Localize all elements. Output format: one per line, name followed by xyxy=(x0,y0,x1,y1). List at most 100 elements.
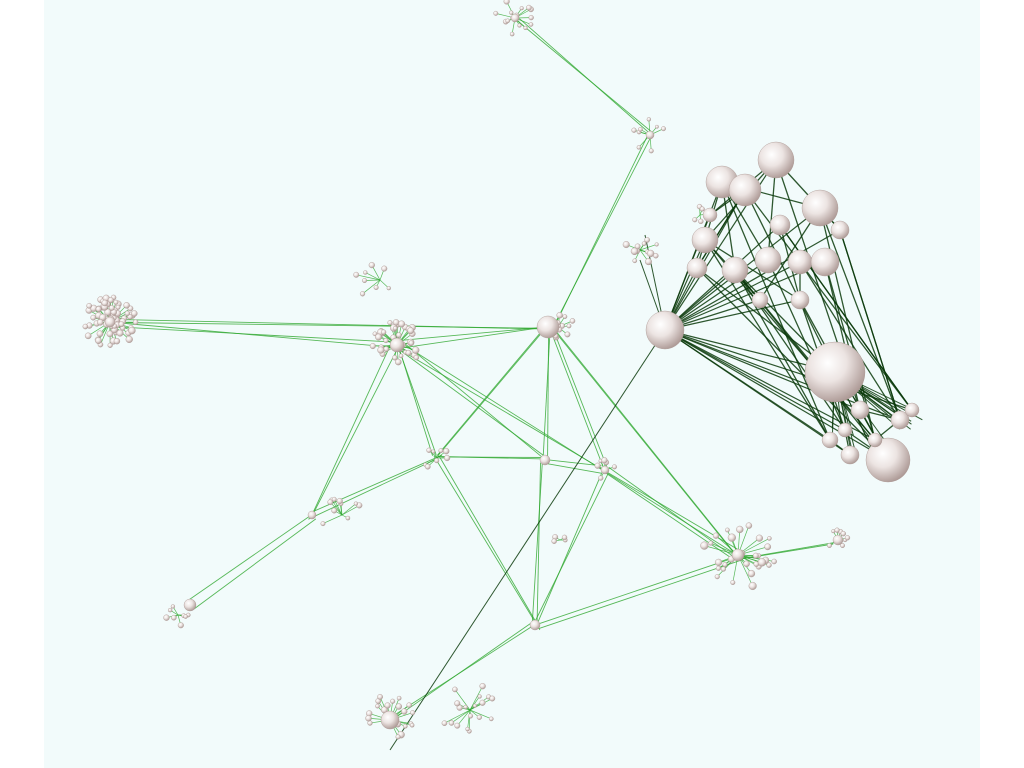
graph-node[interactable] xyxy=(384,702,391,709)
graph-node[interactable] xyxy=(167,607,173,613)
graph-node[interactable] xyxy=(594,462,601,469)
graph-node[interactable] xyxy=(708,540,714,546)
graph-node[interactable] xyxy=(787,249,813,275)
graph-node[interactable] xyxy=(489,695,496,702)
graph-node[interactable] xyxy=(645,258,652,266)
graph-node[interactable] xyxy=(636,145,641,150)
graph-node[interactable] xyxy=(353,271,360,278)
graph-node[interactable] xyxy=(528,22,534,27)
graph-node[interactable] xyxy=(904,402,920,418)
graph-node[interactable] xyxy=(645,310,685,350)
graph-node[interactable] xyxy=(638,127,643,132)
graph-node[interactable] xyxy=(840,445,860,465)
graph-node[interactable] xyxy=(493,10,499,16)
graph-node[interactable] xyxy=(438,448,444,454)
graph-node[interactable] xyxy=(479,682,486,690)
graph-node[interactable] xyxy=(386,286,391,291)
graph-node[interactable] xyxy=(373,285,379,290)
graph-node[interactable] xyxy=(648,148,654,154)
graph-node[interactable] xyxy=(712,532,720,539)
graph-node[interactable] xyxy=(566,323,572,329)
graph-node[interactable] xyxy=(132,319,139,325)
graph-node[interactable] xyxy=(644,237,650,243)
graph-node[interactable] xyxy=(108,305,115,311)
graph-node[interactable] xyxy=(700,541,709,550)
graph-node[interactable] xyxy=(702,207,718,223)
graph-node[interactable] xyxy=(368,262,375,269)
graph-node[interactable] xyxy=(387,320,393,326)
graph-node[interactable] xyxy=(375,333,382,341)
graph-node[interactable] xyxy=(408,340,414,346)
graph-node[interactable] xyxy=(454,722,461,729)
graph-node[interactable] xyxy=(752,552,759,559)
graph-node[interactable] xyxy=(362,278,368,283)
graph-node[interactable] xyxy=(177,622,184,629)
graph-node[interactable] xyxy=(477,694,482,699)
graph-node[interactable] xyxy=(654,242,659,247)
graph-node[interactable] xyxy=(488,716,494,722)
graph-node[interactable] xyxy=(476,714,482,720)
graph-node[interactable] xyxy=(810,247,840,277)
graph-node[interactable] xyxy=(424,463,431,470)
graph-node[interactable] xyxy=(661,126,666,132)
graph-node[interactable] xyxy=(691,226,719,254)
graph-node[interactable] xyxy=(383,346,390,352)
graph-node[interactable] xyxy=(377,346,385,354)
graph-node[interactable] xyxy=(401,708,408,715)
graph-node[interactable] xyxy=(380,710,400,730)
graph-node[interactable] xyxy=(116,329,124,337)
graph-node[interactable] xyxy=(390,698,396,704)
graph-node[interactable] xyxy=(801,189,839,227)
graph-node[interactable] xyxy=(123,302,130,309)
graph-node[interactable] xyxy=(95,337,102,344)
graph-node[interactable] xyxy=(320,521,326,527)
graph-node[interactable] xyxy=(821,431,839,449)
graph-node[interactable] xyxy=(398,353,404,359)
graph-node[interactable] xyxy=(96,319,104,326)
graph-node[interactable] xyxy=(529,619,541,631)
graph-node[interactable] xyxy=(115,304,121,310)
graph-node[interactable] xyxy=(118,321,125,328)
graph-node[interactable] xyxy=(641,241,647,246)
graph-node[interactable] xyxy=(867,432,883,448)
graph-node[interactable] xyxy=(837,422,853,438)
graph-node[interactable] xyxy=(757,558,767,567)
graph-node[interactable] xyxy=(82,323,89,330)
graph-node[interactable] xyxy=(757,141,795,179)
graph-node[interactable] xyxy=(107,297,114,304)
graph-node[interactable] xyxy=(107,342,113,348)
graph-node[interactable] xyxy=(727,533,736,542)
graph-node[interactable] xyxy=(509,10,514,15)
graph-node[interactable] xyxy=(101,299,109,307)
graph-node[interactable] xyxy=(826,543,832,548)
graph-node[interactable] xyxy=(125,335,133,343)
graph-node[interactable] xyxy=(850,400,870,420)
graph-node[interactable] xyxy=(463,704,468,710)
graph-node[interactable] xyxy=(327,499,334,506)
graph-node[interactable] xyxy=(395,703,403,710)
graph-node[interactable] xyxy=(363,270,368,275)
graph-node[interactable] xyxy=(771,558,777,565)
graph-node[interactable] xyxy=(539,454,551,466)
graph-node[interactable] xyxy=(830,220,850,240)
graph-node[interactable] xyxy=(528,15,534,21)
graph-node[interactable] xyxy=(113,299,119,305)
graph-node[interactable] xyxy=(396,695,402,701)
graph-node[interactable] xyxy=(720,566,727,572)
graph-node[interactable] xyxy=(634,243,641,250)
graph-node[interactable] xyxy=(747,569,756,578)
graph-node[interactable] xyxy=(631,127,637,133)
graph-node[interactable] xyxy=(407,327,415,335)
graph-node[interactable] xyxy=(526,4,532,11)
graph-node[interactable] xyxy=(389,337,405,353)
graph-node[interactable] xyxy=(840,543,845,548)
graph-node[interactable] xyxy=(736,525,744,534)
graph-viewport[interactable] xyxy=(44,0,980,768)
graph-node[interactable] xyxy=(413,354,420,361)
graph-node[interactable] xyxy=(183,614,188,619)
graph-node[interactable] xyxy=(601,457,608,464)
graph-node[interactable] xyxy=(562,314,568,319)
graph-node[interactable] xyxy=(331,507,338,514)
graph-node[interactable] xyxy=(645,130,655,140)
graph-node[interactable] xyxy=(714,574,720,580)
